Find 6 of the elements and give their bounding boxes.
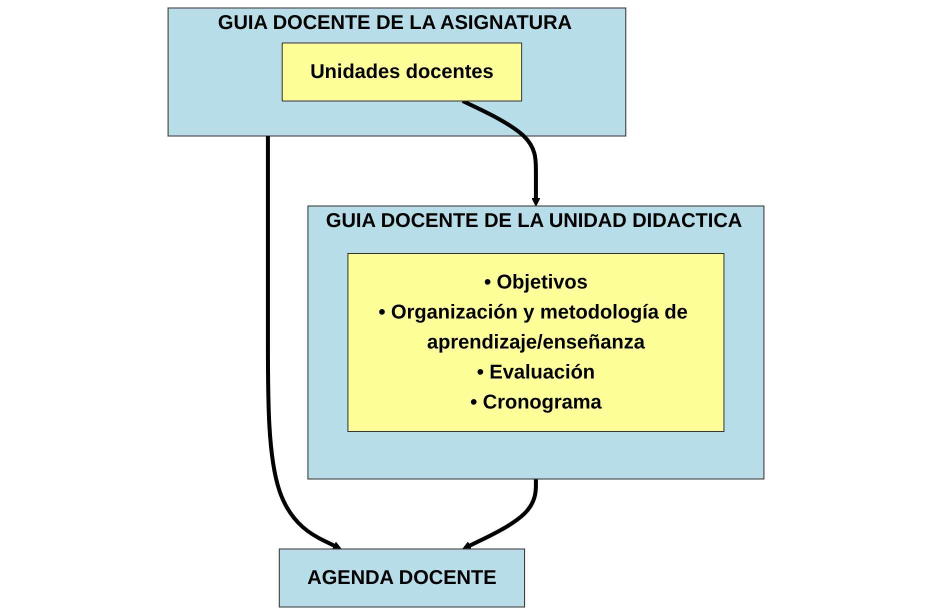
arrow (266, 136, 342, 550)
arrow (462, 479, 538, 550)
node-box: AGENDA DOCENTE (278, 548, 526, 608)
arrow (462, 99, 540, 206)
node-box: Unidades docentes (282, 42, 522, 102)
node-box: • Objetivos • Organización y metodología de aprendizaje/enseñanza • Evaluación • Cronograma (347, 253, 724, 432)
